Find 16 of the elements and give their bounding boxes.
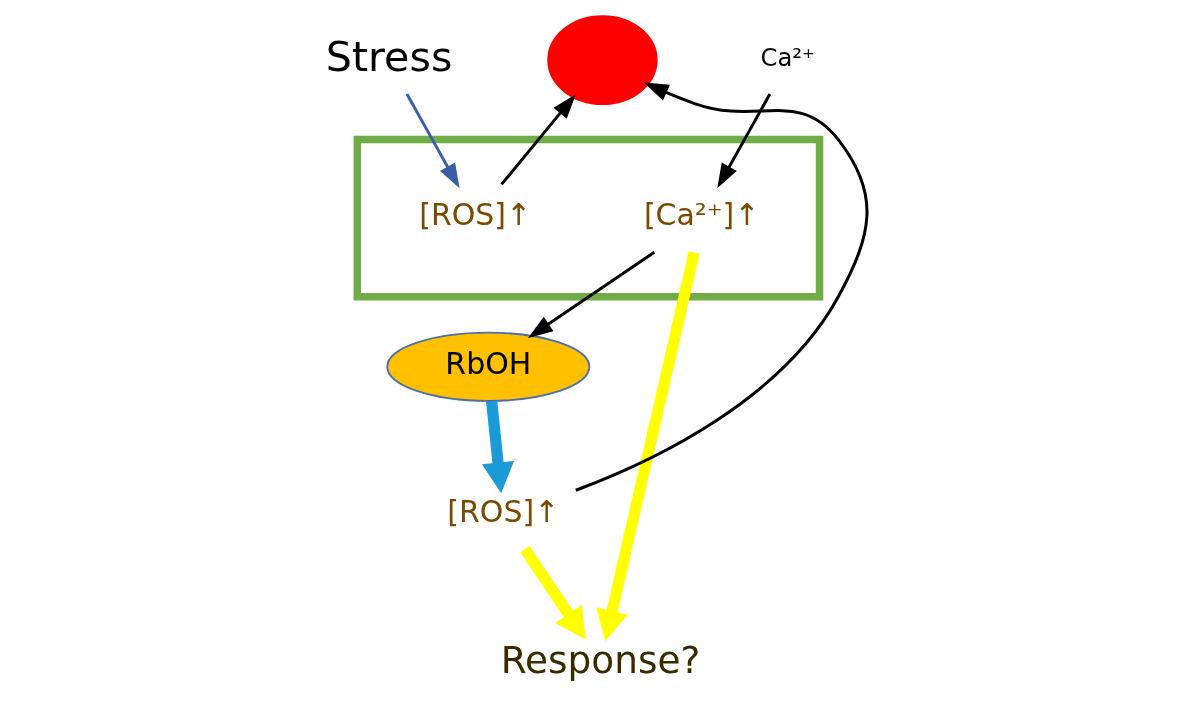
node-text: [Ca²⁺]↑ — [643, 197, 759, 233]
node-circle — [546, 15, 658, 105]
node-text: [ROS]↑ — [446, 494, 559, 530]
arrow — [405, 93, 460, 189]
node-text: Response? — [500, 637, 700, 682]
arrow — [716, 93, 771, 189]
node-text: [ROS]↑ — [418, 197, 531, 233]
arrow — [519, 546, 586, 640]
cluster — [353, 135, 823, 301]
arrow — [499, 94, 576, 186]
node-ellipse: RbOH — [385, 331, 590, 402]
arrow — [481, 400, 514, 494]
arrow — [574, 82, 868, 492]
arrow — [527, 251, 655, 338]
node-text: Stress — [325, 32, 452, 81]
node-text: Ca²⁺ — [759, 43, 815, 73]
